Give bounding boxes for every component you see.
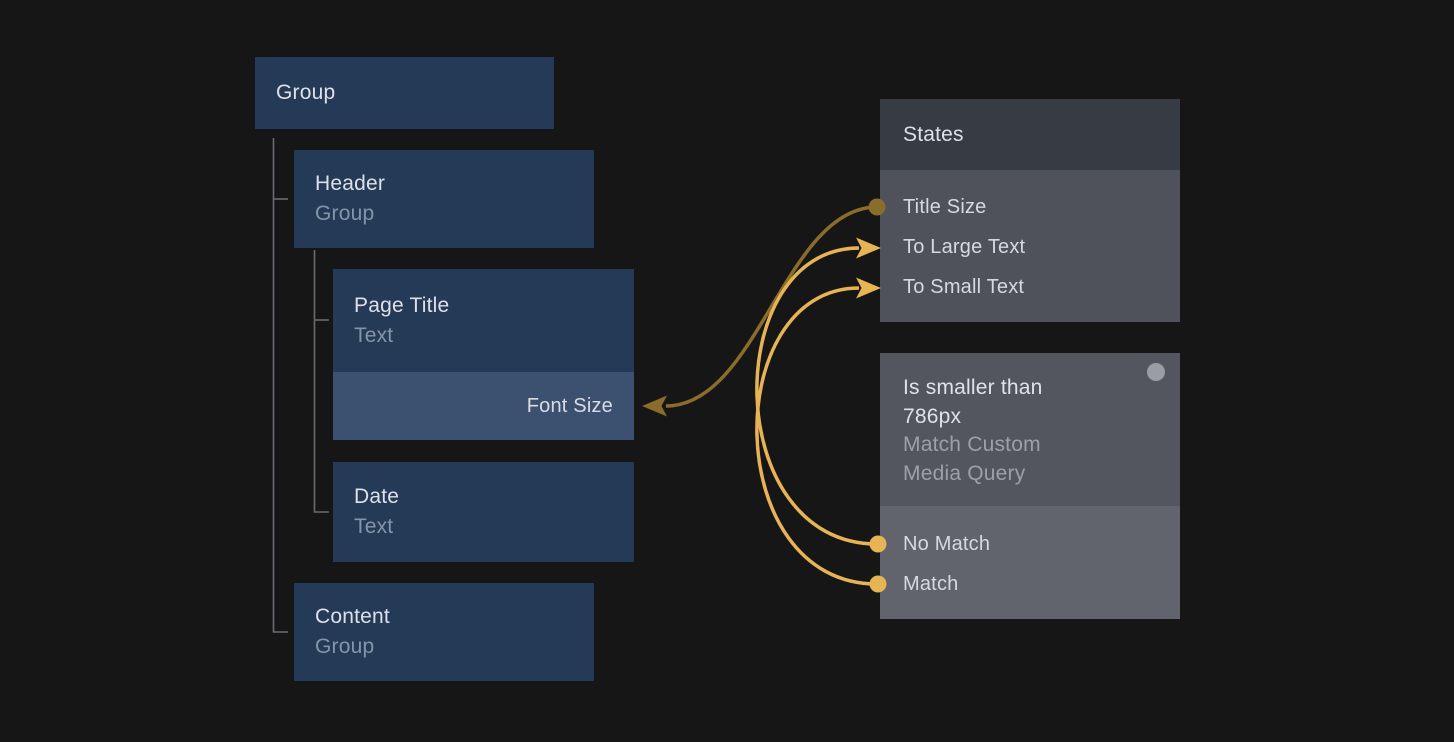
layer-node-content[interactable]: Content Group	[294, 583, 594, 681]
state-label: Title Size	[903, 195, 987, 218]
layer-node-date[interactable]: Date Text	[333, 462, 634, 562]
arrowhead-font-size	[642, 395, 667, 417]
media-query-type-line2: Media Query	[903, 461, 1026, 485]
tree-connector-group-children	[272, 138, 288, 633]
wire-match-to-small-text[interactable]	[755, 286, 878, 586]
tree-connector-header-children	[313, 250, 329, 513]
media-query-node-header: Is smaller than 786px Match Custom Media…	[880, 353, 1180, 506]
states-panel: States Title Size To Large Text To Small…	[880, 99, 1180, 322]
layer-node-header[interactable]: Header Group	[294, 150, 594, 248]
layer-title: Page Title	[354, 293, 450, 317]
media-query-node[interactable]: Is smaller than 786px Match Custom Media…	[880, 353, 1180, 619]
property-label: Font Size	[526, 395, 613, 417]
states-panel-header: States	[880, 99, 1180, 170]
media-query-node-outputs: No Match Match	[880, 506, 1180, 619]
wire-title-size-to-font-size[interactable]	[665, 205, 878, 408]
layer-title: Group	[276, 81, 336, 104]
layer-node-page-title[interactable]: Page Title Text	[333, 269, 634, 372]
layer-title: Date	[354, 485, 400, 508]
node-port-circle[interactable]	[1147, 363, 1165, 381]
layer-type-label: Group	[315, 635, 375, 658]
media-query-type-line1: Match Custom	[903, 433, 1041, 456]
layer-title: Header	[315, 172, 386, 195]
state-label: To Small Text	[903, 275, 1025, 298]
output-row-no-match[interactable]: No Match	[880, 524, 1180, 564]
property-row-font-size[interactable]: Font Size	[333, 372, 634, 440]
state-row-title-size[interactable]: Title Size	[880, 187, 1180, 227]
layer-type-label: Text	[354, 515, 394, 538]
output-row-match[interactable]: Match	[880, 564, 1180, 604]
output-label: No Match	[903, 532, 991, 555]
media-query-title-line1: Is smaller than	[903, 376, 1043, 399]
arrowhead-to-large-text	[856, 237, 881, 259]
layer-type-label: Text	[354, 323, 394, 347]
layer-title: Content	[315, 605, 390, 628]
wire-no-match-to-large-text[interactable]	[755, 246, 878, 546]
state-row-to-large-text[interactable]: To Large Text	[880, 227, 1180, 267]
media-query-title-line2: 786px	[903, 404, 962, 428]
state-label: To Large Text	[903, 235, 1026, 258]
states-panel-body: Title Size To Large Text To Small Text	[880, 170, 1180, 322]
arrowhead-to-small-text	[856, 277, 881, 299]
layer-node-group[interactable]: Group	[255, 57, 554, 129]
state-row-to-small-text[interactable]: To Small Text	[880, 267, 1180, 307]
output-label: Match	[903, 572, 959, 595]
states-panel-title: States	[903, 122, 964, 146]
layer-type-label: Group	[315, 202, 375, 225]
